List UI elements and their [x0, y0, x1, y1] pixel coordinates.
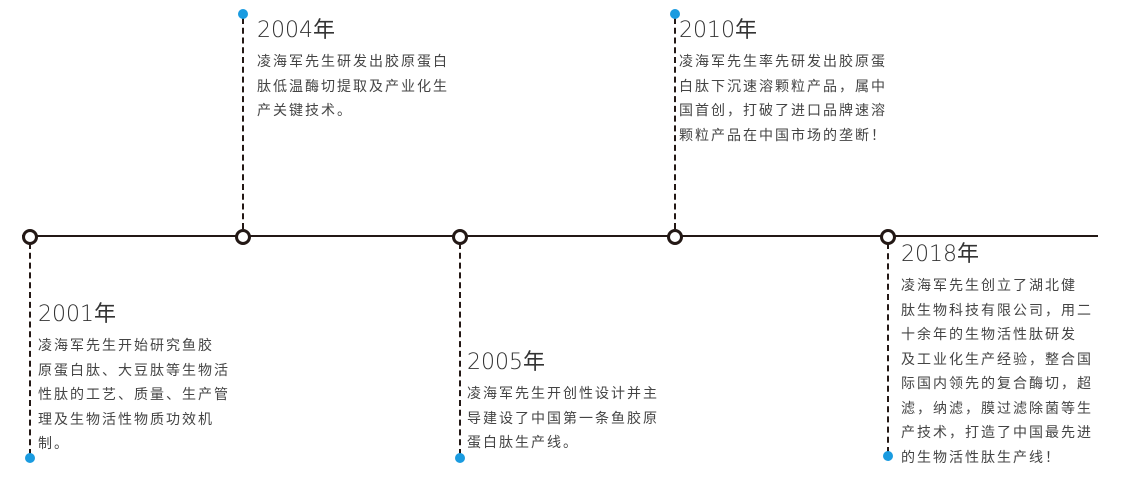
- event-text: 十余年的生物活性肽研发: [901, 327, 1077, 343]
- connector-2010: [674, 18, 676, 229]
- event-text: 蛋白肽生产线。: [467, 435, 579, 451]
- dot-2004: [238, 9, 248, 19]
- connector-2001: [29, 243, 31, 455]
- event-text: 原蛋白肽、大豆肽等生物活: [38, 362, 230, 379]
- event-text: 凌海军先生研发出胶原蛋白: [257, 54, 449, 70]
- event-text: 产关键技术。: [257, 103, 353, 119]
- node-2010: [667, 229, 683, 245]
- dot-2001: [25, 453, 35, 463]
- event-text: 产技术，打造了中国最先进: [901, 425, 1093, 441]
- event-text: 凌海军先生开创性设计并主: [467, 386, 659, 402]
- event-year: 2001年: [38, 302, 116, 327]
- event-text: 国首创，打破了进口品牌速溶: [679, 103, 887, 119]
- event-text: 肽低温酶切提取及产业化生: [257, 78, 449, 95]
- event-text: 导建设了中国第一条鱼胶原: [467, 410, 659, 427]
- event-text: 白肽下沉速溶颗粒产品，属中: [679, 78, 887, 95]
- event-text: 及工业化生产经验，整合国: [901, 351, 1093, 368]
- event-text: 肽生物科技有限公司，用二: [901, 302, 1093, 319]
- dot-2005: [455, 453, 465, 463]
- event-text: 滤，纳滤，膜过滤除菌等生: [901, 400, 1093, 417]
- connector-2005: [459, 243, 461, 455]
- event-text: 理及生物活性物质功效机: [38, 411, 214, 428]
- event-text: 凌海军先生创立了湖北健: [901, 278, 1077, 294]
- node-2004: [235, 229, 251, 245]
- event-text: 的生物活性肽生产线！: [901, 449, 1061, 466]
- node-2005: [452, 229, 468, 245]
- connector-2018: [887, 243, 889, 453]
- event-year: 2004年: [257, 18, 335, 43]
- event-2004: 2004年 凌海军先生研发出胶原蛋白 肽低温酶切提取及产业化生 产关键技术。: [257, 18, 449, 124]
- event-text: 凌海军先生开始研究鱼胶: [38, 338, 214, 354]
- node-2018: [880, 229, 896, 245]
- node-2001: [22, 229, 38, 245]
- timeline-axis: [22, 235, 1098, 237]
- event-text: 凌海军先生率先研发出胶原蛋: [679, 54, 887, 70]
- event-2005: 2005年 凌海军先生开创性设计并主 导建设了中国第一条鱼胶原 蛋白肽生产线。: [467, 350, 659, 456]
- event-text: 制。: [38, 436, 70, 452]
- event-year: 2005年: [467, 350, 545, 375]
- dot-2010: [670, 9, 680, 19]
- event-2018: 2018年 凌海军先生创立了湖北健 肽生物科技有限公司，用二 十余年的生物活性肽…: [901, 242, 1093, 470]
- event-year: 2010年: [679, 18, 757, 43]
- event-text: 际国内领先的复合酶切，超: [901, 376, 1093, 392]
- event-2010: 2010年 凌海军先生率先研发出胶原蛋 白肽下沉速溶颗粒产品，属中 国首创，打破…: [679, 18, 887, 148]
- event-year: 2018年: [901, 242, 979, 267]
- connector-2004: [242, 18, 244, 229]
- dot-2018: [883, 451, 893, 461]
- event-text: 颗粒产品在中国市场的垄断！: [679, 127, 887, 144]
- event-text: 性肽的工艺、质量、生产管: [38, 387, 230, 403]
- event-2001: 2001年 凌海军先生开始研究鱼胶 原蛋白肽、大豆肽等生物活 性肽的工艺、质量、…: [38, 302, 230, 457]
